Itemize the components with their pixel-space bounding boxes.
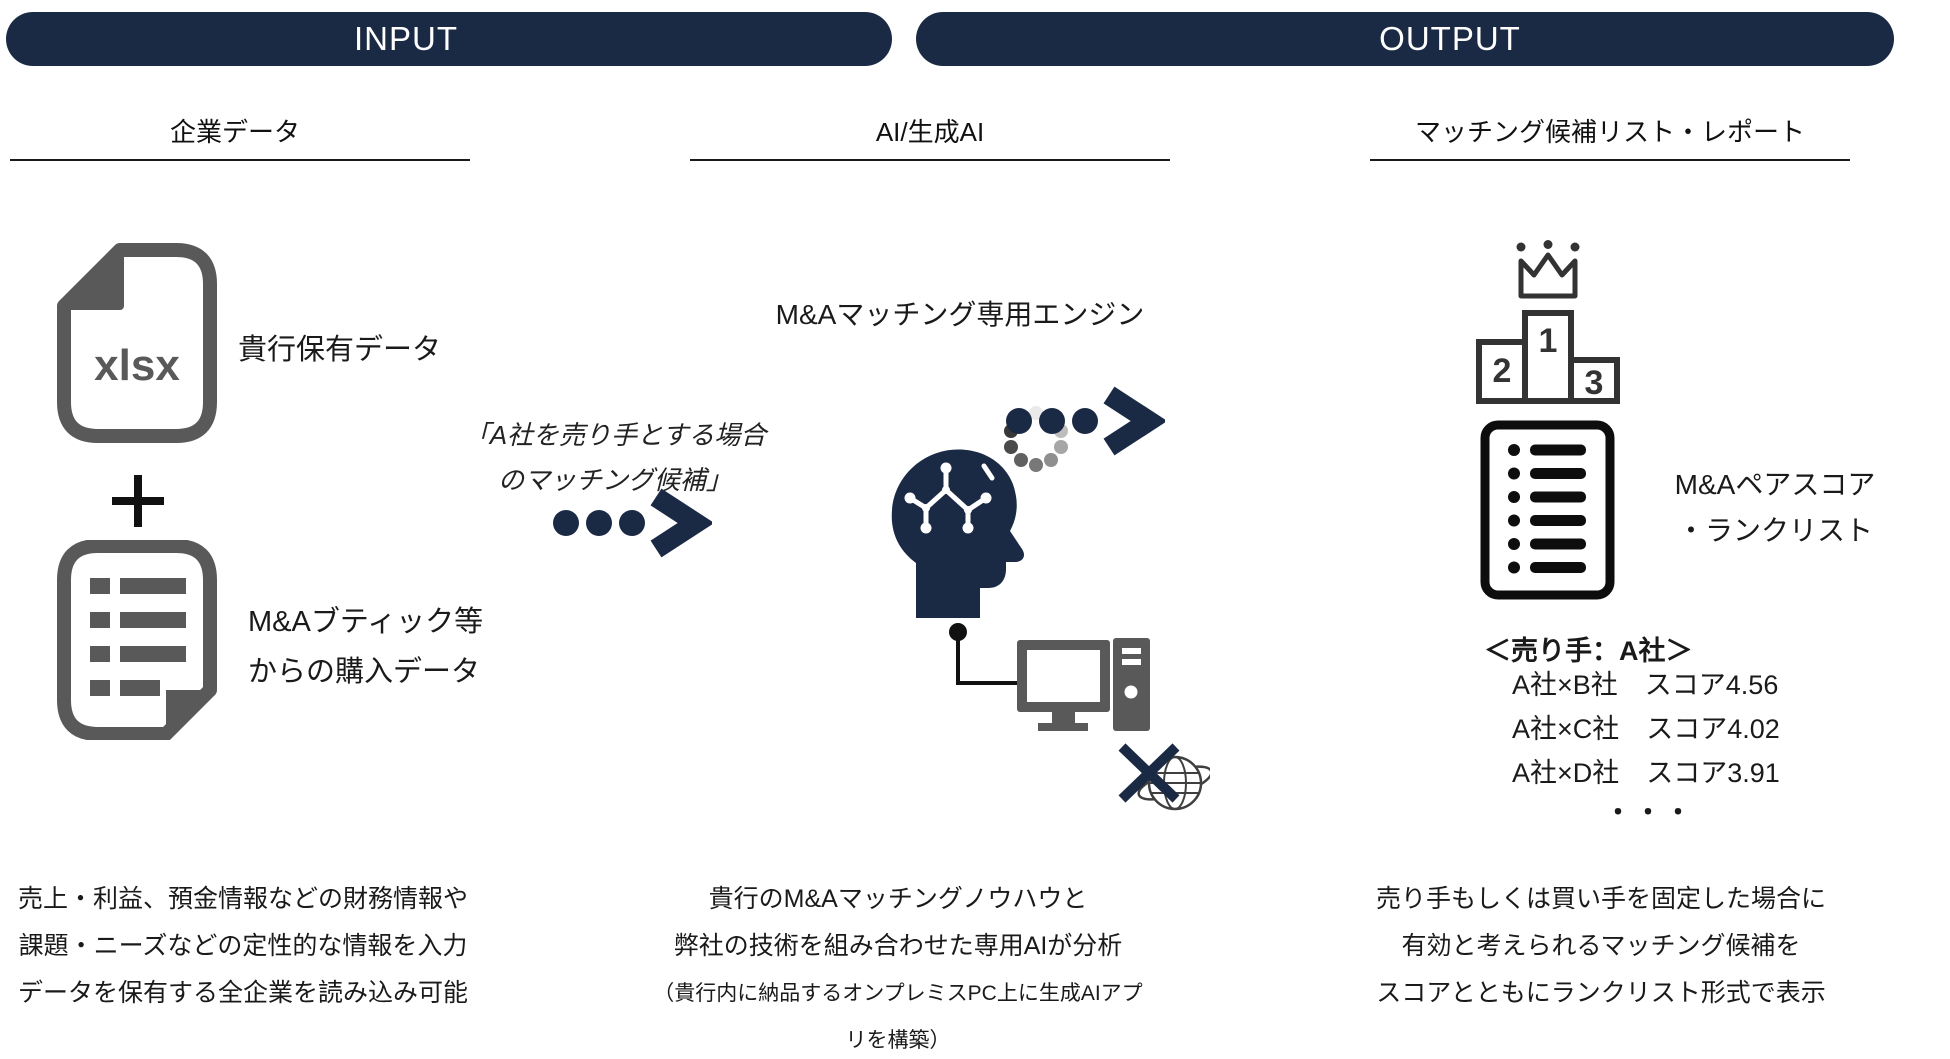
column-header-company-data: 企業データ bbox=[169, 117, 300, 147]
column-header-ai: AI/生成AI bbox=[875, 117, 985, 147]
score-row-2: A社×C社 スコア4.02 bbox=[1512, 714, 1780, 744]
output-footer-line1: 売り手もしくは買い手を固定した場合に bbox=[1376, 885, 1827, 913]
column-header-matching-list: マッチング候補リスト・レポート bbox=[1414, 117, 1805, 147]
score-row-1: A社×B社 スコア4.56 bbox=[1512, 670, 1779, 700]
input-footer: 売上・利益、預金情報などの財務情報や 課題・ニーズなどの定性的な情報を入力 デー… bbox=[18, 876, 468, 1017]
score-row-3: A社×D社 スコア3.91 bbox=[1512, 758, 1780, 788]
desktop-pc-icon bbox=[1017, 638, 1150, 731]
pair-score-label: M&Aペアスコア ・ランクリスト bbox=[1630, 462, 1920, 554]
ai-footer: 貴行のM&Aマッチングノウハウと 弊社の技術を組み合わせた専用AIが分析 （貴行… bbox=[648, 876, 1148, 1059]
bank-data-label: 貴行保有データ bbox=[238, 334, 442, 366]
output-footer-line3: スコアとともにランクリスト形式で表示 bbox=[1376, 979, 1826, 1007]
ai-footer-note: （貴行内に納品するオンプレミスPC上に生成AIアプリを構築） bbox=[653, 982, 1143, 1052]
ai-footer-line1: 貴行のM&Aマッチングノウハウと bbox=[708, 885, 1088, 913]
engine-title: M&Aマッチング専用エンジン bbox=[775, 299, 1145, 330]
xlsx-badge-text: xlsx bbox=[94, 341, 180, 390]
seller-header: ＜売り手：A社＞ bbox=[1484, 636, 1693, 666]
pair-score-label-line2: ・ランクリスト bbox=[1676, 515, 1873, 546]
header-underline-right bbox=[1370, 159, 1850, 161]
ai-brain-head-icon bbox=[891, 449, 1024, 618]
xlsx-file-icon: xlsx bbox=[57, 243, 217, 443]
query-quote-line2: のマッチング候補」 bbox=[497, 465, 732, 495]
output-banner: OUTPUT bbox=[916, 12, 1894, 66]
purchased-data-label-line1: M&Aブティック等 bbox=[248, 606, 484, 638]
podium-icon: 1 2 3 bbox=[1476, 310, 1620, 404]
purchased-data-label: M&Aブティック等 からの購入データ bbox=[248, 597, 483, 697]
query-quote: 「A社を売り手とする場合 のマッチング候補」 bbox=[430, 413, 800, 503]
connector-line bbox=[949, 623, 1030, 685]
input-banner-label: INPUT bbox=[354, 20, 458, 57]
dotted-arrow-icon-2 bbox=[1006, 386, 1165, 456]
podium-rank-3: 3 bbox=[1585, 364, 1604, 402]
podium-rank-2: 2 bbox=[1493, 352, 1512, 390]
header-underline-left bbox=[10, 159, 470, 161]
input-footer-line2: 課題・ニーズなどの定性的な情報を入力 bbox=[18, 932, 468, 960]
query-quote-line1: 「A社を売り手とする場合 bbox=[463, 420, 767, 450]
output-footer: 売り手もしくは買い手を固定した場合に 有効と考えられるマッチング候補を スコアと… bbox=[1376, 876, 1826, 1017]
rank-list-icon bbox=[1480, 420, 1615, 600]
crown-icon bbox=[1516, 240, 1580, 299]
offline-globe-icon bbox=[1118, 743, 1210, 811]
more-rows-ellipsis: ・・・ bbox=[1604, 797, 1695, 827]
plus-icon-vertical bbox=[134, 475, 142, 527]
input-banner: INPUT bbox=[6, 12, 892, 66]
list-document-icon bbox=[57, 540, 217, 740]
output-footer-line2: 有効と考えられるマッチング候補を bbox=[1401, 932, 1801, 960]
output-banner-label: OUTPUT bbox=[1379, 20, 1521, 57]
pair-score-label-line1: M&Aペアスコア bbox=[1674, 469, 1876, 500]
input-footer-line3: データを保有する全企業を読み込み可能 bbox=[18, 979, 469, 1007]
input-footer-line1: 売上・利益、預金情報などの財務情報や bbox=[18, 885, 469, 913]
no-internet-cross bbox=[1118, 743, 1180, 803]
podium-rank-1: 1 bbox=[1539, 322, 1558, 360]
circuit-brain-nodes bbox=[904, 462, 992, 534]
ai-footer-line2: 弊社の技術を組み合わせた専用AIが分析 bbox=[673, 932, 1123, 960]
purchased-data-label-line2: からの購入データ bbox=[248, 656, 481, 688]
header-underline-middle bbox=[690, 159, 1170, 161]
dotted-arrow-icon bbox=[553, 488, 712, 558]
